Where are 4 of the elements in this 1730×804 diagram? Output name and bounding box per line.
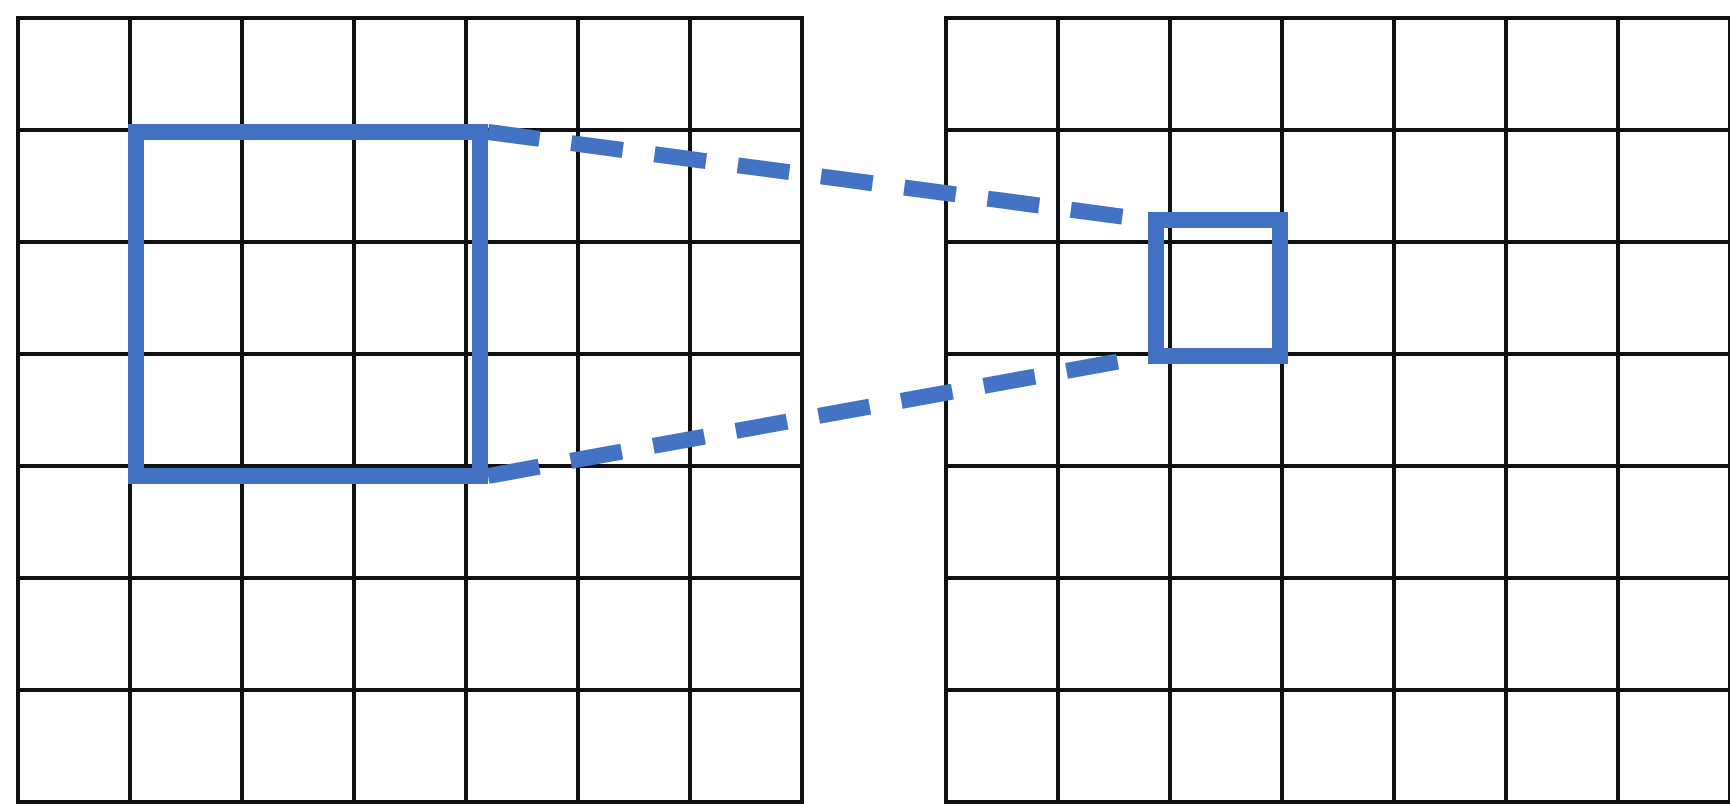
grid-board bbox=[16, 16, 804, 804]
highlight-square bbox=[1148, 212, 1288, 364]
grid-board bbox=[944, 16, 1730, 804]
highlight-square bbox=[128, 124, 488, 484]
